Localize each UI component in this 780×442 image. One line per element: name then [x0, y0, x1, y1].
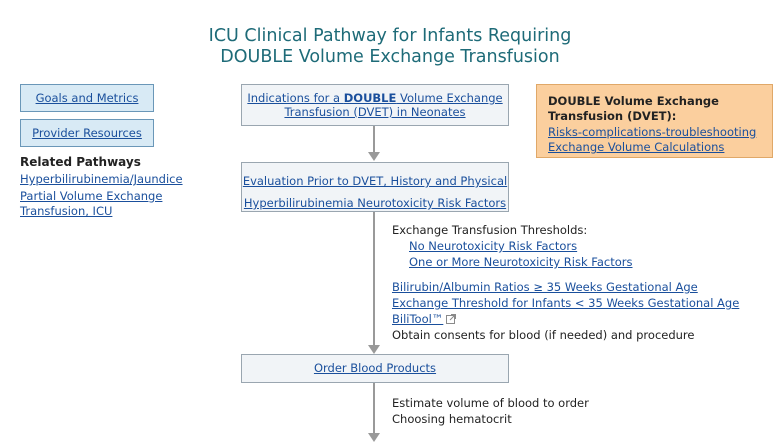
- thresholds-block: Exchange Transfusion Thresholds: No Neur…: [392, 222, 772, 343]
- provider-resources-button[interactable]: Provider Resources: [20, 119, 154, 147]
- related-link-partial-volume[interactable]: Partial Volume Exchange Transfusion, ICU: [20, 189, 163, 218]
- evaluation-box[interactable]: Evaluation Prior to DVET, History and Ph…: [241, 162, 509, 212]
- provider-resources-link[interactable]: Provider Resources: [32, 126, 142, 140]
- indications-text-post: Volume Exchange Transfusion (DVET) in Ne…: [284, 91, 503, 119]
- dvet-info-box: DOUBLE Volume Exchange Transfusion (DVET…: [536, 84, 773, 158]
- consent-text: Obtain consents for blood (if needed) an…: [392, 328, 695, 342]
- indications-link[interactable]: Indications for a DOUBLE Volume Exchange…: [247, 91, 502, 119]
- bilitool-link[interactable]: BiliTool™: [392, 312, 444, 326]
- estimate-volume-text: Estimate volume of blood to order: [392, 396, 589, 410]
- blood-order-notes: Estimate volume of blood to order Choosi…: [392, 395, 772, 427]
- exchange-volume-calc-link[interactable]: Exchange Volume Calculations: [548, 140, 725, 154]
- order-blood-link[interactable]: Order Blood Products: [313, 361, 437, 375]
- goals-metrics-link[interactable]: Goals and Metrics: [35, 91, 139, 105]
- flow-arrowhead-3: [368, 433, 380, 442]
- choosing-hematocrit-text: Choosing hematocrit: [392, 412, 512, 426]
- flow-arrowhead-2: [368, 345, 380, 354]
- title-line-2: DOUBLE Volume Exchange Transfusion: [220, 47, 560, 67]
- one-or-more-risk-factors-link[interactable]: One or More Neurotoxicity Risk Factors: [409, 255, 633, 269]
- related-pathways: Related Pathways Hyperbilirubinemia/Jaun…: [20, 155, 200, 219]
- no-risk-factors-link[interactable]: No Neurotoxicity Risk Factors: [409, 239, 578, 253]
- indications-box[interactable]: Indications for a DOUBLE Volume Exchange…: [241, 84, 509, 126]
- dvet-info-header: DOUBLE Volume Exchange Transfusion (DVET…: [548, 94, 719, 123]
- bilirubin-albumin-link[interactable]: Bilirubin/Albumin Ratios ≥ 35 Weeks Gest…: [392, 280, 698, 294]
- related-pathways-header: Related Pathways: [20, 155, 141, 169]
- flow-arrowhead-1: [368, 152, 380, 161]
- indications-text-bold: DOUBLE: [343, 91, 397, 105]
- indications-text-pre: Indications for a: [247, 91, 344, 105]
- neurotoxicity-risk-link[interactable]: Hyperbilirubinemia Neurotoxicity Risk Fa…: [243, 196, 507, 210]
- evaluation-link[interactable]: Evaluation Prior to DVET, History and Ph…: [242, 174, 508, 188]
- order-blood-box[interactable]: Order Blood Products: [241, 354, 509, 383]
- title-line-1: ICU Clinical Pathway for Infants Requiri…: [208, 26, 572, 46]
- related-link-hyperbilirubinemia[interactable]: Hyperbilirubinemia/Jaundice: [20, 172, 183, 186]
- flow-arrow-1: [373, 126, 375, 153]
- risks-complications-link[interactable]: Risks-complications-troubleshooting: [548, 125, 757, 139]
- thresholds-label: Exchange Transfusion Thresholds:: [392, 223, 588, 237]
- bilitool-row: BiliTool™: [392, 311, 772, 327]
- exchange-threshold-link[interactable]: Exchange Threshold for Infants < 35 Week…: [392, 296, 740, 310]
- page-title: ICU Clinical Pathway for Infants Requiri…: [0, 26, 780, 68]
- flow-arrow-3: [373, 383, 375, 439]
- external-link-icon: [446, 314, 457, 324]
- goals-metrics-button[interactable]: Goals and Metrics: [20, 84, 154, 112]
- flow-arrow-2: [373, 212, 375, 346]
